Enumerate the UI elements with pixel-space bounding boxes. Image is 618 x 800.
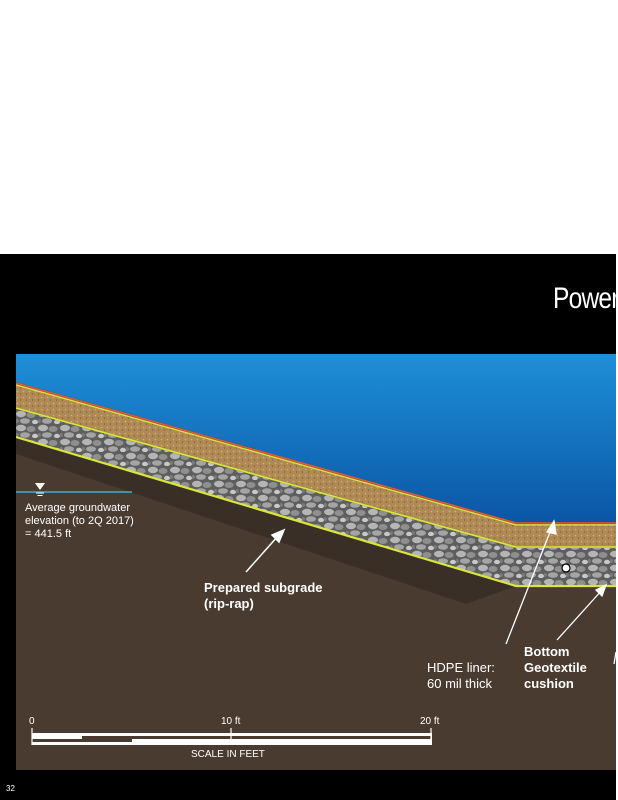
scale-caption: SCALE IN FEET bbox=[191, 749, 265, 760]
top-red-line bbox=[16, 382, 616, 524]
scale-tick-20: 20 ft bbox=[420, 716, 440, 727]
edge-arrow bbox=[613, 651, 616, 665]
slide-title: Power bbox=[553, 282, 618, 315]
hdpe-liner-line bbox=[16, 407, 616, 548]
subgrade-band bbox=[16, 438, 516, 604]
groundwater-label: Average groundwater elevation (to 2Q 201… bbox=[25, 502, 134, 540]
hdpe-arrow bbox=[505, 519, 557, 645]
subgrade-arrow bbox=[245, 528, 286, 573]
page-number: 32 bbox=[6, 784, 15, 793]
scale-bar bbox=[31, 728, 432, 745]
water-body bbox=[16, 354, 616, 522]
riprap-layer bbox=[16, 409, 616, 586]
scale-tick-0: 0 bbox=[29, 716, 35, 727]
subgrade-label: Prepared subgrade (rip-rap) bbox=[204, 580, 323, 611]
marker-dot bbox=[561, 563, 571, 573]
hdpe-liner-text: HDPE liner: 60 mil thick bbox=[427, 660, 495, 691]
top-yellow-line bbox=[16, 384, 616, 526]
hdpe-liner-label: HDPE liner: 60 mil thick bbox=[427, 644, 495, 692]
bottom-liner-line bbox=[16, 435, 616, 588]
water-table-icon bbox=[35, 483, 45, 496]
liner-cross-section-diagram bbox=[16, 354, 616, 770]
geotextile-label: Bottom Geotextile cushion bbox=[524, 644, 587, 691]
scale-tick-10: 10 ft bbox=[221, 716, 241, 727]
geotextile-arrow bbox=[556, 583, 608, 641]
